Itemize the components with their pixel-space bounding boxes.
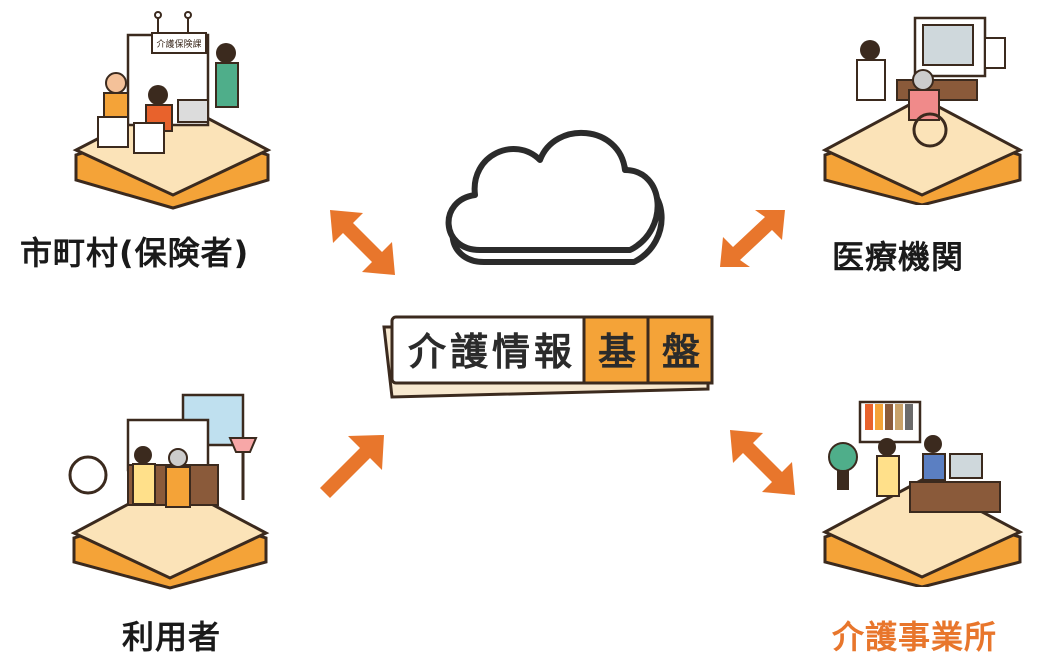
- medical-institution-illustration: [821, 16, 1024, 205]
- municipality-sign-text: 介護保険課: [156, 38, 201, 50]
- care-provider-label: 介護事業所: [832, 618, 998, 656]
- medical-label: 医療機関: [832, 238, 965, 276]
- care-info-platform-badge: [382, 315, 714, 399]
- user-label: 利用者: [122, 618, 222, 656]
- user-home-illustration: [68, 393, 270, 590]
- badge-label-ki: 基: [597, 330, 636, 374]
- care-provider-office-illustration: [821, 400, 1024, 587]
- badge-label-ban: 盤: [661, 330, 700, 374]
- arrow-user-to-platform: [320, 435, 384, 498]
- arrow-medical-bidirectional: [720, 210, 785, 267]
- municipality-label: 市町村(保険者): [20, 234, 250, 272]
- cloud-icon: [445, 129, 665, 265]
- badge-label-main: 介護情報: [407, 330, 576, 374]
- arrow-care-provider-bidirectional: [730, 430, 795, 495]
- municipality-office-illustration: 介護保険課: [72, 11, 272, 210]
- arrow-municipality-bidirectional: [330, 210, 395, 275]
